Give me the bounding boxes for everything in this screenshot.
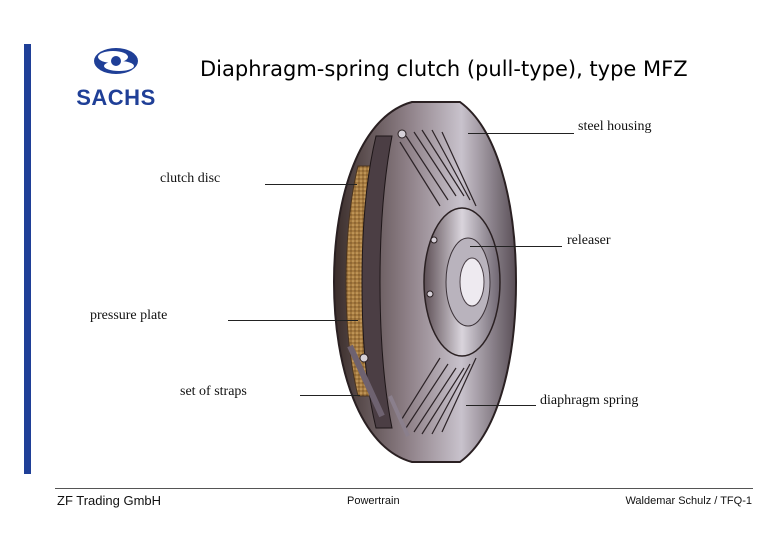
footer-author-ref: Waldemar Schulz / TFQ-1	[625, 495, 752, 507]
label-diaphragm-spring: diaphragm spring	[540, 393, 639, 408]
footer-section: Powertrain	[347, 495, 400, 507]
label-steel-housing: steel housing	[578, 119, 652, 134]
leader-line-releaser	[470, 246, 562, 247]
sachs-swirl-icon	[94, 48, 138, 74]
sachs-logo: SACHS	[55, 44, 177, 110]
footer-divider	[55, 488, 753, 489]
label-set-of-straps: set of straps	[180, 384, 247, 399]
leader-line-clutch-disc	[265, 184, 357, 185]
label-releaser: releaser	[567, 233, 611, 248]
side-accent-bar	[24, 44, 31, 474]
label-pressure-plate: pressure plate	[90, 308, 168, 323]
footer-company: ZF Trading GmbH	[57, 493, 162, 508]
leader-line-set-of-straps	[300, 395, 360, 396]
leader-line-steel-housing	[468, 133, 574, 134]
leader-line-diaphragm-spring	[466, 405, 536, 406]
clutch-cutaway-illustration	[320, 96, 520, 468]
leader-line-pressure-plate	[228, 320, 358, 321]
label-clutch-disc: clutch disc	[160, 171, 221, 186]
logo-wordmark: SACHS	[76, 85, 156, 110]
slide-title: Diaphragm-spring clutch (pull-type), typ…	[200, 57, 688, 81]
